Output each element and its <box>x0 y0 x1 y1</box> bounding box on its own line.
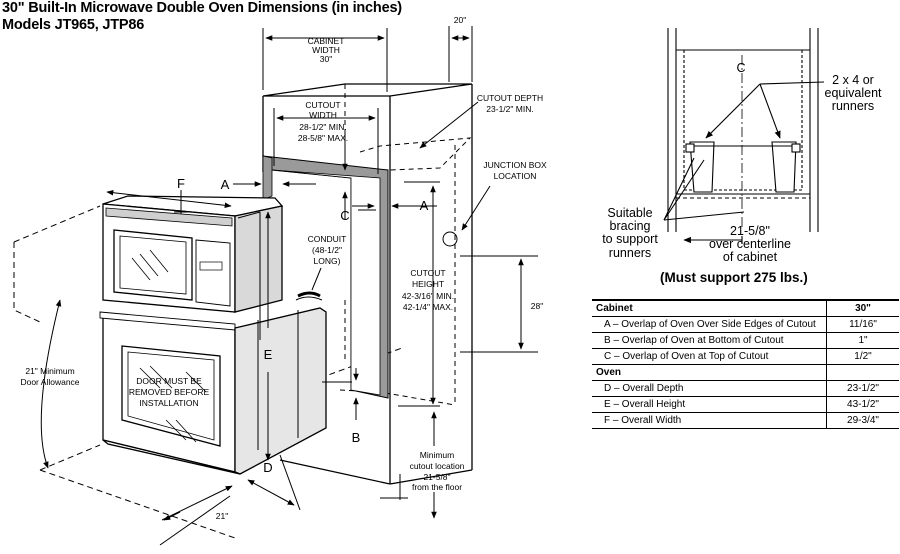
label-cabinet-width-1: CABINET <box>308 36 345 46</box>
table-cell-value: 1/2" <box>826 348 899 365</box>
detail-bracing-2: bracing <box>610 219 651 233</box>
label-cutout-depth-2: 23-1/2" MIN. <box>486 104 533 114</box>
label-cabinet-width-2: WIDTH <box>312 45 340 55</box>
table-cell-value: 1" <box>826 332 899 349</box>
table-cell-label: A – Overlap of Oven Over Side Edges of C… <box>592 316 827 333</box>
label-cutout-width-2: WIDTH <box>309 110 337 120</box>
label-minimum-cutout-4: from the floor <box>412 482 462 492</box>
table-row: E – Overall Height 43-1/2" <box>592 396 899 413</box>
label-cabinet-width-3: 30" <box>320 54 332 64</box>
label-cutout-height-4: 42-1/4" MAX. <box>403 302 453 312</box>
table-header-row: Cabinet 30" <box>592 299 899 317</box>
page-title: 30" Built-In Microwave Double Oven Dimen… <box>2 0 402 16</box>
letter-d: D <box>263 460 272 475</box>
detail-labels: C 2 x 4 or equivalent runners Suitable b… <box>602 61 882 264</box>
table-row: C – Overlap of Oven at Top of Cutout 1/2… <box>592 348 899 365</box>
label-cutout-height-1: CUTOUT <box>410 268 445 278</box>
label-door-removed-1: DOOR MUST BE <box>136 376 202 386</box>
label-cutout-height-3: 42-3/16" MIN. <box>402 291 454 301</box>
table-header-value: 30" <box>826 299 899 317</box>
label-conduit-1: CONDUIT <box>308 234 347 244</box>
table-subheader-oven: Oven <box>592 364 827 381</box>
letter-c: C <box>340 208 349 223</box>
dimension-table: Cabinet 30" A – Overlap of Oven Over Sid… <box>592 299 899 429</box>
label-conduit-3: LONG) <box>314 256 341 266</box>
label-minimum-cutout-3: 21-5/8" <box>423 472 450 482</box>
table-cell-value: 43-1/2" <box>826 396 899 413</box>
dimension-lines <box>40 26 538 546</box>
label-top-20: 20" <box>454 15 466 25</box>
diagram-labels: CABINET WIDTH 30" 20" CUTOUT DEPTH 23-1/… <box>20 15 547 521</box>
cabinet <box>262 83 473 485</box>
label-door-removed-3: INSTALLATION <box>139 398 198 408</box>
table-cell-label: B – Overlap of Oven at Bottom of Cutout <box>592 332 827 349</box>
letter-a-top: A <box>221 177 230 192</box>
letter-b: B <box>352 430 361 445</box>
cutout-frame <box>262 155 389 399</box>
label-cutout-width-4: 28-5/8" MAX. <box>298 133 348 143</box>
detail-runners-3: runners <box>832 99 874 113</box>
label-cutout-height-2: HEIGHT <box>412 279 444 289</box>
detail-over-centerline-2: over centerline <box>709 237 791 251</box>
detail-over-centerline-3: of cabinet <box>723 250 778 264</box>
table-cell-label: E – Overall Height <box>592 396 827 413</box>
letter-f: F <box>177 176 185 191</box>
detail-over-centerline-1: 21-5/8" <box>730 224 770 238</box>
label-minimum-cutout-1: Minimum <box>420 450 454 460</box>
table-row: D – Overall Depth 23-1/2" <box>592 380 899 397</box>
detail-bracing-3: to support <box>602 232 658 246</box>
detail-centerline: C <box>736 61 745 75</box>
detail-runners-2: equivalent <box>825 86 883 100</box>
table-header-cabinet: Cabinet <box>592 299 827 317</box>
table-cell-label: D – Overall Depth <box>592 380 827 397</box>
page-subtitle: Models JT965, JTP86 <box>2 17 145 33</box>
table-cell-label: F – Overall Width <box>592 412 827 429</box>
detail-runners-1: 2 x 4 or <box>832 73 874 87</box>
runner-detail <box>663 28 825 244</box>
label-dim-28: 28" <box>531 301 543 311</box>
label-cutout-width-3: 28-1/2" MIN. <box>299 122 346 132</box>
table-cell-value: 29-3/4" <box>826 412 899 429</box>
label-bottom-21: 21" <box>216 511 228 521</box>
oven-unit <box>99 195 327 475</box>
label-junction-box-2: LOCATION <box>494 171 537 181</box>
label-cutout-width-1: CUTOUT <box>305 100 340 110</box>
label-door-allowance-2: Door Allowance <box>20 377 79 387</box>
table-cell-value: 23-1/2" <box>826 380 899 397</box>
table-subheader-empty <box>826 364 899 381</box>
label-door-removed-2: REMOVED BEFORE <box>129 387 210 397</box>
letter-e: E <box>264 347 273 362</box>
support-note: (Must support 275 lbs.) <box>660 270 808 285</box>
table-subheader-row: Oven <box>592 364 899 381</box>
conduit <box>295 267 323 301</box>
detail-bracing-4: runners <box>609 246 651 260</box>
window-glare <box>131 249 207 443</box>
label-cutout-depth-1: CUTOUT DEPTH <box>477 93 543 103</box>
table-row: F – Overall Width 29-3/4" <box>592 412 899 429</box>
label-conduit-2: (48-1/2" <box>312 245 342 255</box>
dimension-letters: A F C A E B D <box>177 176 429 475</box>
table-row: B – Overlap of Oven at Bottom of Cutout … <box>592 332 899 349</box>
label-junction-box-1: JUNCTION BOX <box>483 160 547 170</box>
table-cell-value: 11/16" <box>826 316 899 333</box>
table-row: A – Overlap of Oven Over Side Edges of C… <box>592 316 899 333</box>
label-door-allowance-1: 21" Minimum <box>25 366 74 376</box>
letter-a-right: A <box>420 198 429 213</box>
table-cell-label: C – Overlap of Oven at Top of Cutout <box>592 348 827 365</box>
label-minimum-cutout-2: cutout location <box>410 461 465 471</box>
detail-bracing-1: Suitable <box>607 206 652 220</box>
